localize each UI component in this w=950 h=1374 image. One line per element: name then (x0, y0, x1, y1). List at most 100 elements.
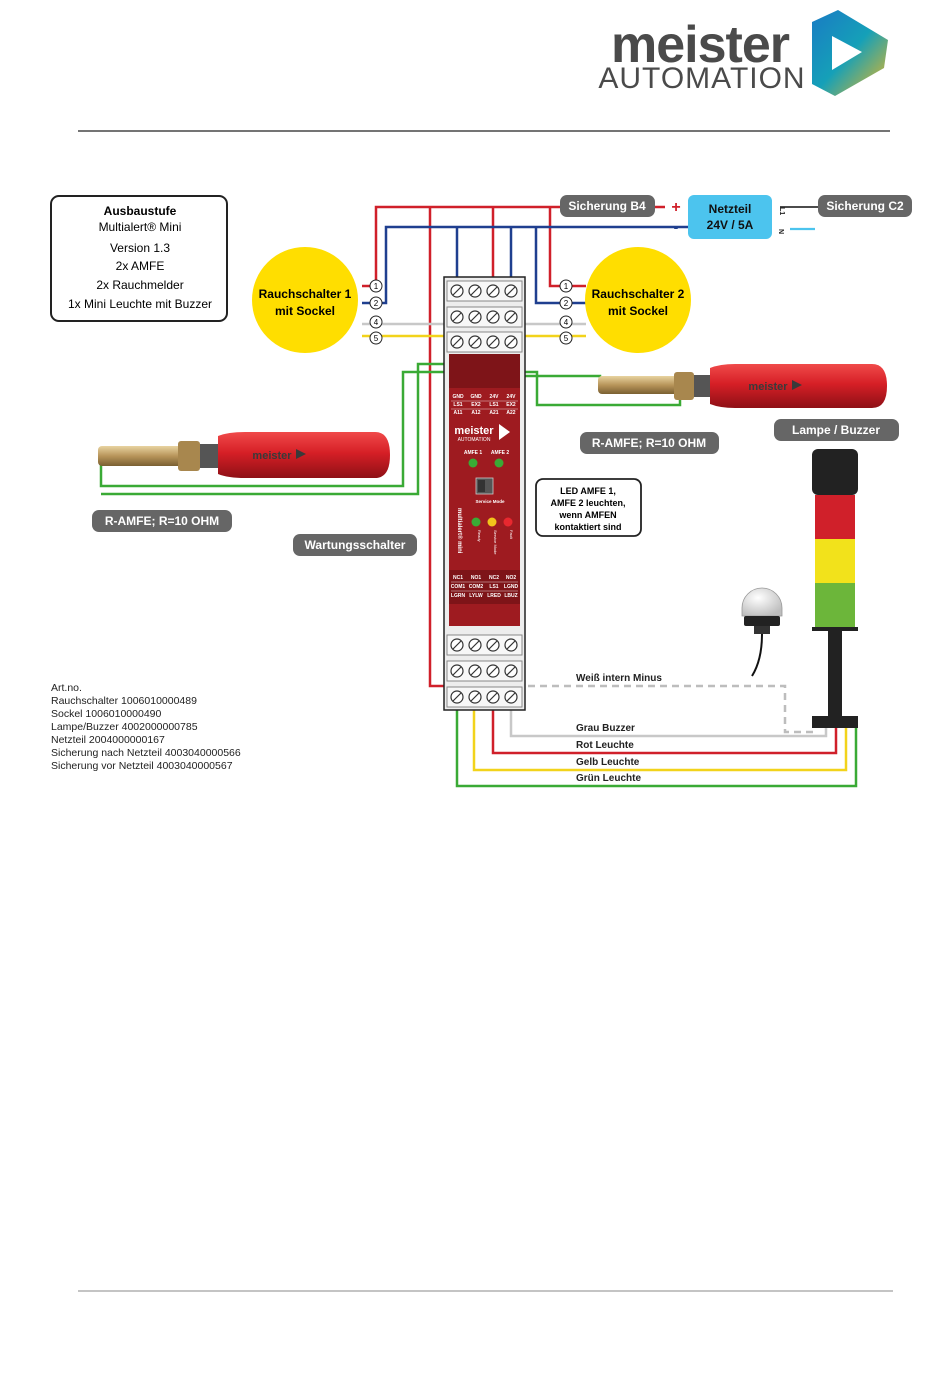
amfe1-led (468, 458, 478, 468)
terminal-label: LS1 (489, 584, 498, 590)
netzteil-box (688, 195, 772, 239)
info-title: Ausbaustufe (104, 204, 177, 218)
smoke1-line2: mit Sockel (275, 304, 335, 318)
service-mode-led (487, 517, 497, 527)
amfe-sensor-right (598, 376, 682, 394)
terminal-number: 5 (374, 334, 379, 343)
terminal-number: 1 (374, 282, 379, 291)
tower-pole (828, 631, 842, 716)
terminal-number: 1 (564, 282, 569, 291)
led-note-line: LED AMFE 1, (560, 486, 616, 496)
terminal-label: NO1 (471, 575, 482, 581)
signal-tower (812, 449, 858, 728)
netzteil-line1: Netzteil (709, 202, 752, 216)
minus-sign: - (674, 219, 679, 235)
terminal-label: GND (452, 394, 464, 400)
label-ramfe-right-text: R-AMFE; R=10 OHM (592, 436, 706, 450)
terminal-label: LS1 (453, 402, 462, 408)
wire-labels: Weiß intern Minus Grau Buzzer Rot Leucht… (576, 673, 662, 784)
label-sicherung-c2 (818, 195, 912, 217)
terminal-label: A12 (471, 410, 480, 416)
info-line: 2x AMFE (116, 259, 165, 273)
amfe-sensor-left (98, 446, 186, 466)
terminal-label: A22 (506, 410, 515, 416)
label-ramfe-right (580, 432, 719, 454)
parts-list-item: Rauchschalter 1006010000489 (51, 695, 197, 707)
n-label: N (777, 229, 784, 234)
wire-label-gelb: Gelb Leuchte (576, 757, 640, 768)
company-logo: meister AUTOMATION (598, 10, 888, 96)
info-line: 2x Rauchmelder (96, 278, 183, 292)
bottle-brand-left: meister (252, 450, 292, 462)
parts-list-item: Lampe/Buzzer 4002000000785 (51, 721, 198, 733)
power-section: Sicherung B4 + - Netzteil 24V / 5A L1 N … (560, 195, 912, 239)
terminal-label: EX2 (471, 402, 481, 408)
terminal-label: 24V (490, 394, 500, 400)
smoke2-line1: Rauchschalter 2 (592, 287, 685, 301)
led-note-line: kontaktiert sind (554, 522, 621, 532)
amfe-bottle-right: meister (598, 364, 887, 408)
smoke1-line1: Rauchschalter 1 (259, 287, 352, 301)
parts-list-item: Sockel 1006010000490 (51, 708, 162, 720)
screw-slots-top (452, 286, 516, 347)
label-sicherung-c2-text: Sicherung C2 (826, 199, 904, 213)
tower-cap (812, 449, 858, 495)
bottom-terminal-labels: NC1 NO1 NC2 NO2 COM1 COM2 LS1 LGND LGRN … (451, 575, 519, 599)
device-vertical-name: multialert® mini (456, 508, 463, 554)
terminal-label: GND (470, 394, 482, 400)
terminal-label: NO2 (506, 575, 517, 581)
mini-lamp-dome (741, 587, 783, 617)
terminal-label: LGND (504, 584, 519, 590)
bottle-brand-right: meister (748, 381, 788, 393)
terminal-number: 4 (374, 318, 379, 327)
amfe-bottle-left: meister (98, 432, 390, 478)
terminal-label: NC1 (453, 575, 463, 581)
label-sicherung-b4-text: Sicherung B4 (568, 199, 646, 213)
label-ramfe-left-text: R-AMFE; R=10 OHM (105, 514, 219, 528)
mini-lamp (741, 587, 783, 677)
tower-green-segment (815, 583, 855, 627)
ready-led (471, 517, 481, 527)
parts-list-item: Netzteil 2004000000167 (51, 734, 165, 746)
terminal-numbers-left: 1 2 4 5 (369, 279, 383, 345)
terminal-number: 2 (564, 299, 569, 308)
mini-lamp-cable (751, 633, 763, 677)
terminal-label: LS1 (489, 402, 498, 408)
led-note-box: LED AMFE 1, AMFE 2 leuchten, wenn AMFEN … (535, 478, 642, 537)
terminal-number: 2 (374, 299, 379, 308)
logo-play-icon (832, 36, 862, 70)
label-lampe-buzzer (774, 419, 899, 441)
top-terminal-labels: GND GND 24V 24V LS1 EX2 LS1 EX2 A11 A12 … (452, 394, 516, 416)
service-mode-label: Service Mode (475, 499, 505, 504)
play-icon (792, 380, 802, 390)
multialert-device: GND GND 24V 24V LS1 EX2 LS1 EX2 A11 A12 … (443, 276, 526, 711)
terminal-label: NC2 (489, 575, 499, 581)
plus-sign: + (671, 199, 680, 216)
led-note-line: AMFE 2 leuchten, (550, 498, 625, 508)
wire-label-gruen: Grün Leuchte (576, 773, 641, 784)
parts-list-item: Sicherung vor Netzteil 4003040000567 (51, 760, 233, 772)
led-label: Service Mode (493, 530, 498, 555)
amfe2-led (494, 458, 504, 468)
led-label: Fault (509, 530, 514, 540)
tower-red-segment (815, 495, 855, 539)
wire-label-weiss: Weiß intern Minus (576, 673, 662, 684)
terminal-label: COM2 (469, 584, 484, 590)
amfe2-label: AMFE 2 (491, 450, 510, 456)
led-label: Ready (477, 530, 482, 542)
terminal-label: LBUZ (504, 593, 517, 599)
device-brand-sub: AUTOMATION (458, 437, 491, 443)
device-brand: meister (454, 425, 494, 437)
terminal-label: A21 (489, 410, 498, 416)
label-ramfe-left (92, 510, 232, 532)
led-note-line: wenn AMFEN (558, 510, 616, 520)
tower-base (812, 716, 858, 728)
fault-led (503, 517, 513, 527)
screw-slots-bottom (452, 640, 516, 702)
terminal-number: 5 (564, 334, 569, 343)
smoke-switch-1: Rauchschalter 1 mit Sockel (252, 247, 358, 353)
terminal-number: 4 (564, 318, 569, 327)
bottom-terminal-block (446, 634, 523, 708)
parts-list-item: Sicherung nach Netzteil 4003040000566 (51, 747, 241, 759)
wire-label-rot: Rot Leuchte (576, 740, 634, 751)
